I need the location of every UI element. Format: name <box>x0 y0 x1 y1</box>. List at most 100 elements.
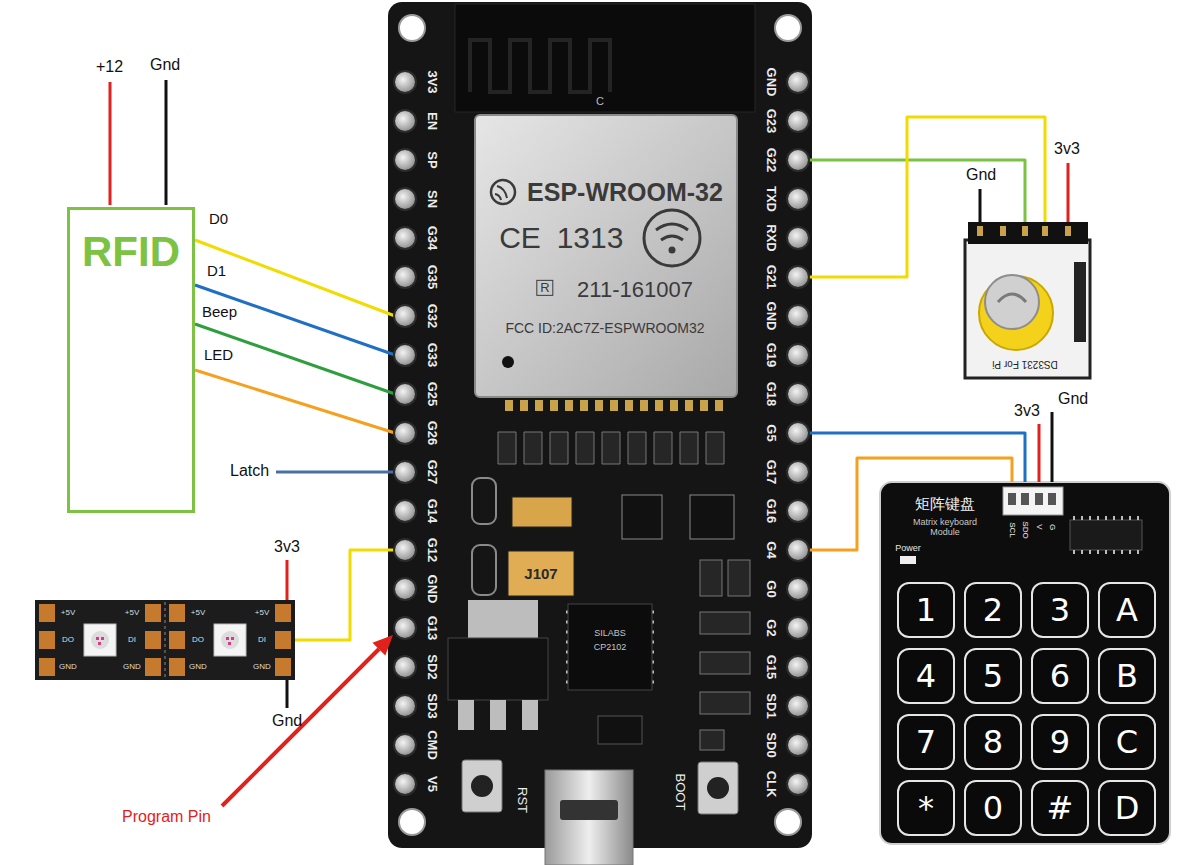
module-label: Power <box>895 543 921 553</box>
antenna-trace <box>470 40 610 92</box>
wire <box>808 458 1012 550</box>
smd-component <box>728 560 750 596</box>
callout-arrowhead <box>373 635 394 656</box>
keypad-key: A <box>1098 582 1156 638</box>
pin-pad <box>395 696 415 716</box>
usb-connector <box>545 770 633 865</box>
header-pin: G5 <box>758 415 808 451</box>
reset-button <box>462 760 502 812</box>
board-marking: 1313 <box>557 221 624 256</box>
rtc-chip <box>1074 262 1086 342</box>
led-strip-art <box>35 560 295 708</box>
pad-label: DO <box>62 635 74 644</box>
rtc-module-art <box>965 163 1090 378</box>
pin-pad <box>395 735 415 755</box>
keypad-key: B <box>1098 648 1156 704</box>
header-pin: G22 <box>758 142 808 178</box>
tantalum-capacitor <box>512 497 572 527</box>
module-label: G <box>1047 524 1056 530</box>
key-label: 5 <box>983 658 1003 695</box>
keypad-key: 7 <box>897 714 955 770</box>
header-pin: CLK <box>758 766 808 802</box>
pad-label: GND <box>189 662 207 671</box>
header-pin: G33 <box>395 337 445 373</box>
wire <box>295 550 395 640</box>
module-label: SDO <box>1020 521 1029 538</box>
board-marking: R <box>536 280 553 296</box>
wire <box>808 160 1025 222</box>
callout-arrow <box>222 649 379 806</box>
pad-label: GND <box>253 662 271 671</box>
tantalum-capacitor <box>508 551 574 596</box>
antenna-area <box>455 4 755 112</box>
pin-label: G21 <box>764 265 779 290</box>
callout-label: Program Pin <box>122 808 211 826</box>
board-marking: RST <box>515 787 530 813</box>
pin-label: G34 <box>425 226 440 251</box>
header-pin: GND <box>758 64 808 100</box>
key-label: 1 <box>916 592 936 629</box>
wifi-logo-arcs <box>656 224 688 240</box>
power-wire <box>1038 424 1041 482</box>
pin-label: G17 <box>764 460 779 485</box>
key-label: # <box>1047 790 1074 827</box>
pad-label: +5V <box>61 608 75 617</box>
header-pin: G34 <box>395 220 445 256</box>
board-marking: 211-161007 <box>577 277 693 302</box>
header-pin: SP <box>395 142 445 178</box>
power-label: +12 <box>96 58 123 76</box>
wire <box>195 285 395 355</box>
mounting-hole <box>399 15 425 41</box>
key-label: 2 <box>983 592 1003 629</box>
sot-component <box>690 495 734 539</box>
header-pin: G25 <box>395 376 445 412</box>
key-label: C <box>1116 724 1138 761</box>
pin-pad <box>788 306 808 326</box>
pin-label: 3V3 <box>425 70 440 93</box>
header-pin: G15 <box>758 649 808 685</box>
pin-label: SP <box>425 151 440 168</box>
pin-label: TXD <box>764 186 779 212</box>
pin-pad <box>395 501 415 521</box>
key-label: 3 <box>1050 592 1070 629</box>
button-cap <box>471 775 493 797</box>
pin-pad <box>395 111 415 131</box>
header-pin: SD2 <box>395 649 445 685</box>
module-can <box>475 115 737 397</box>
pin-pad <box>788 111 808 131</box>
led-pixel: +5VDOGND+5VDIGND <box>35 600 165 680</box>
header-pins <box>977 226 1071 236</box>
keypad-module: 矩阵键盘Matrix keyboard ModulePowerSCLSDOVG1… <box>880 482 1170 844</box>
pin-label: G18 <box>764 382 779 407</box>
board-marking: BOOT <box>673 774 688 811</box>
module-label: SCL <box>1007 522 1016 538</box>
pin-pad <box>395 228 415 248</box>
rtc-module: DS3231 For Pi <box>965 222 1090 378</box>
keypad-chip <box>1070 520 1142 550</box>
signal-label: LED <box>202 346 235 363</box>
usb-opening <box>560 800 618 820</box>
boot-button <box>698 762 738 814</box>
module-title: RFID <box>82 228 180 276</box>
keypad-key: 8 <box>964 714 1022 770</box>
wire <box>195 370 395 433</box>
header-pin: G26 <box>395 415 445 451</box>
rtc-pcb <box>965 240 1090 378</box>
pin-pad <box>788 384 808 404</box>
ground-label: Gnd <box>150 56 180 74</box>
pin-pad <box>788 345 808 365</box>
header-pin: G21 <box>758 259 808 295</box>
pin-pad <box>788 462 808 482</box>
capacitor-outline <box>472 545 496 595</box>
pin-label: G26 <box>425 421 440 446</box>
rtc-header <box>968 222 1088 244</box>
key-label: B <box>1116 658 1138 695</box>
header-pin: G13 <box>395 610 445 646</box>
regulator-leg <box>490 700 506 730</box>
pin-pad <box>788 72 808 92</box>
rgb-led <box>84 624 116 656</box>
key-label: A <box>1116 592 1138 629</box>
key-label: 4 <box>916 658 936 695</box>
